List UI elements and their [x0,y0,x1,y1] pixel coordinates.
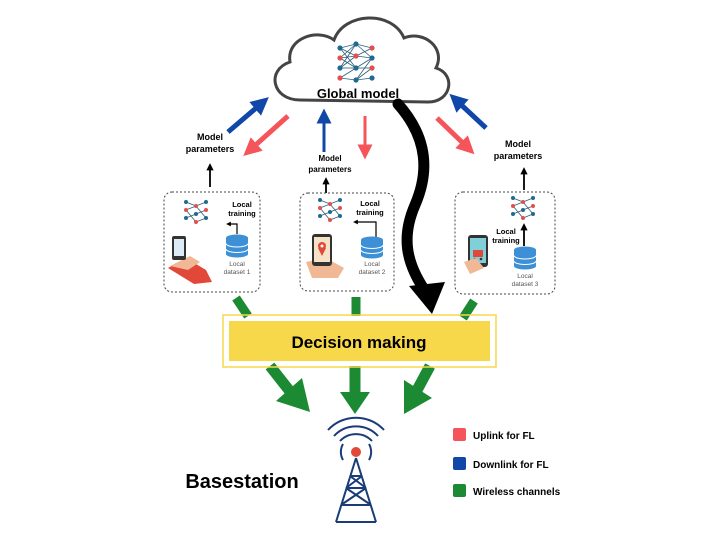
global-model-cloud: Global model [273,16,451,104]
global-model-to-decision-arrowhead [409,282,445,314]
hand-phone-shopping-icon [464,235,488,274]
legend-item-wireless: Wireless channels [453,484,561,498]
svg-text:parameters: parameters [308,165,352,174]
basestation-label: Basestation [185,471,298,493]
database-icon [225,234,249,258]
svg-text:training: training [228,209,256,218]
legend-item-downlink: Downlink for FL [453,457,549,471]
svg-text:Wireless channels: Wireless channels [473,487,561,498]
uplink-arrow-left [243,114,290,157]
hand-phone-icon [168,236,212,284]
svg-text:Model: Model [505,139,531,149]
svg-text:parameters: parameters [494,151,543,161]
global-model-label: Global model [317,86,399,101]
model-parameters-middle: Model parameters [308,154,352,193]
decision-making-label: Decision making [291,333,426,352]
svg-text:Local: Local [517,273,533,280]
svg-text:Downlink for FL: Downlink for FL [473,460,549,471]
database-icon [513,246,537,270]
legend: Uplink for FL Downlink for FL Wireless c… [453,428,561,498]
local-neural-network-icon [184,200,208,224]
client-device-3: Local training Local dataset 3 [454,191,556,295]
decision-making-box: Decision making [222,314,497,368]
basestation-tower-icon [327,416,385,523]
hand-phone-map-icon [306,234,344,278]
global-model-to-decision-arrow [392,98,434,301]
svg-text:Local: Local [229,261,245,268]
model-parameters-left: Model parameters [186,132,235,187]
local-neural-network-icon [318,198,342,222]
svg-text:Local: Local [360,199,380,208]
downlink-arrow-left [226,97,269,134]
svg-text:training: training [356,208,384,217]
wireless-arrows-bottom [265,362,435,414]
svg-text:Local: Local [496,227,516,236]
database-icon [360,236,384,259]
global-neural-network-icon [337,41,375,83]
client-device-2: Local training Local dataset 2 [299,192,395,292]
client-device-1: Local training Local dataset 1 [163,191,261,293]
svg-text:dataset 2: dataset 2 [359,269,386,276]
local-neural-network-icon [511,196,535,220]
svg-text:Uplink for FL: Uplink for FL [473,431,535,442]
svg-text:Local: Local [232,200,252,209]
svg-text:Local: Local [364,261,380,268]
uplink-arrow-right [435,116,475,155]
svg-text:Model: Model [197,132,223,142]
downlink-arrow-right [449,93,488,130]
svg-text:parameters: parameters [186,144,235,154]
svg-text:dataset 3: dataset 3 [512,281,539,288]
svg-text:Model: Model [318,154,341,163]
svg-text:training: training [492,236,520,245]
legend-item-uplink: Uplink for FL [453,428,535,442]
model-parameters-right: Model parameters [494,139,543,190]
svg-text:dataset 1: dataset 1 [224,269,251,276]
